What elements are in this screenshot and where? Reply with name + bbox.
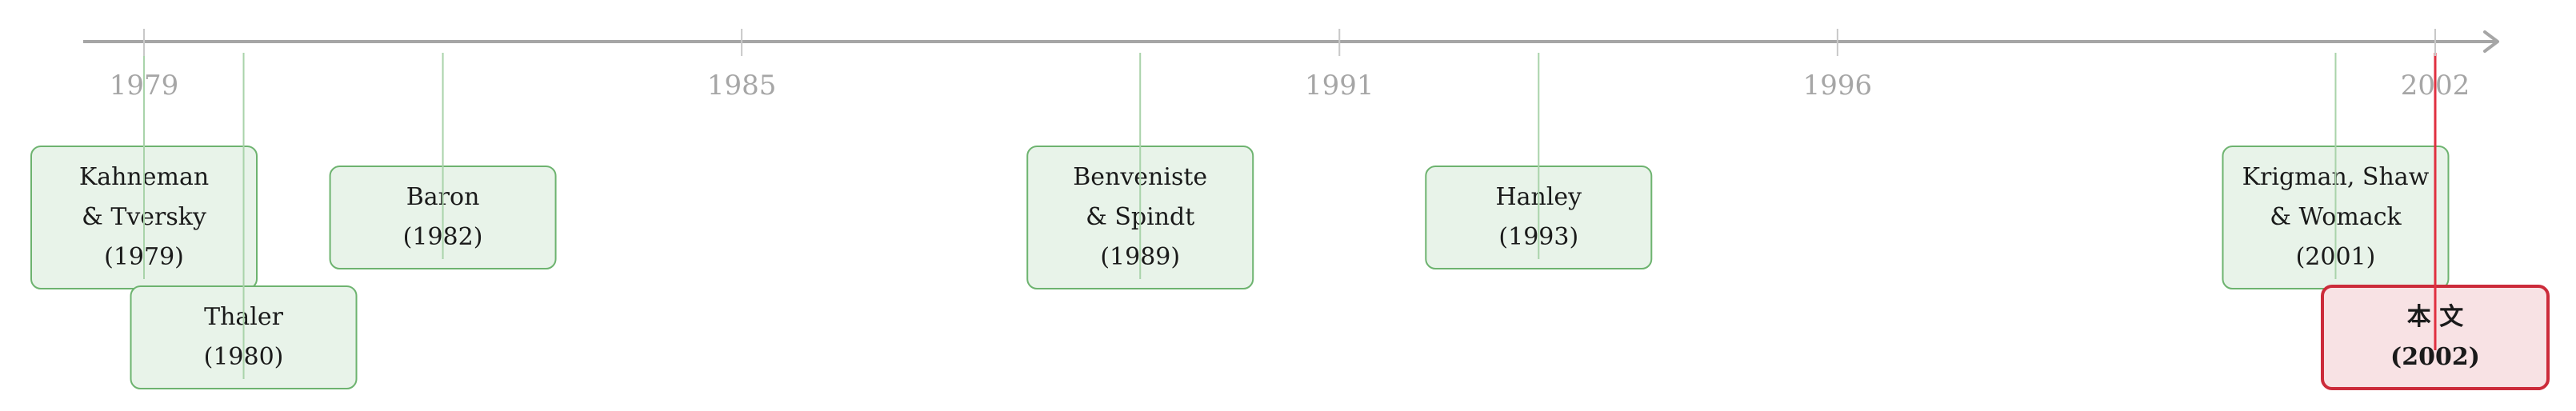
axis-tick-label: 2002: [2401, 70, 2470, 102]
timeline-arrow-head: [2483, 30, 2499, 53]
event-box-layer: Kahneman& Tversky(1979)Thaler(1980)Baron…: [30, 146, 2550, 390]
connector-layer: [143, 53, 2437, 379]
axis-tick-label: 1996: [1803, 70, 1873, 102]
axis-tick-label: 1985: [707, 70, 777, 102]
axis-tick-label: 1991: [1305, 70, 1374, 102]
axis-tick-label: 1979: [110, 70, 179, 102]
timeline-axis: 1979 1985 1991 1996 2002: [83, 29, 2499, 102]
